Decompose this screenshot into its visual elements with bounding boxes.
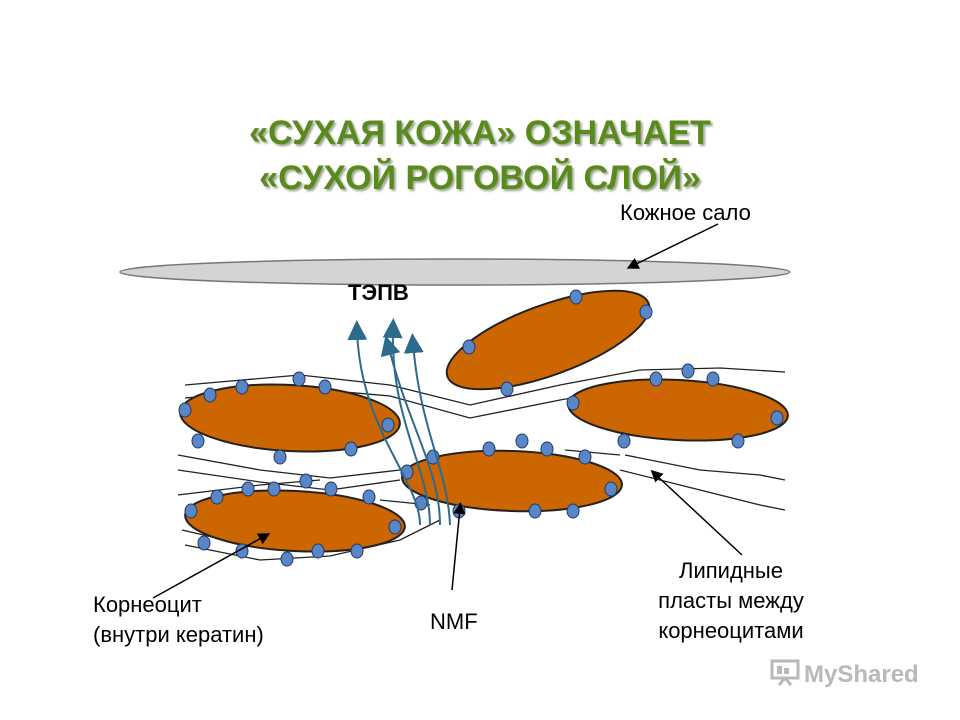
nmf-label: NMF (430, 609, 478, 634)
lipid-label-line-2: пласты между (658, 588, 804, 613)
lipid-label-line-1: Липидные (679, 558, 783, 583)
corneocyte-label: Корнеоцит (внутри кератин) (93, 590, 264, 650)
watermark[interactable]: MyShared (770, 658, 919, 693)
title-line-1: «СУХАЯ КОЖА» ОЗНАЧАЕТ (249, 114, 711, 152)
watermark-text: MyShared (804, 660, 919, 688)
sebum-layer (119, 258, 791, 286)
tewl-label: ТЭПВ (348, 280, 409, 305)
sebum-label: Кожное сало (620, 200, 751, 225)
tewl-arrows (347, 318, 451, 526)
lipid-label-line-3: корнеоцитами (658, 618, 804, 643)
corneocyte-middle (401, 449, 623, 513)
title-line-2: «СУХОЙ РОГОВОЙ СЛОЙ» (259, 159, 701, 197)
lipid-layers-label: Липидные пласты между корнеоцитами (620, 556, 842, 646)
corneocyte-right (567, 378, 789, 442)
corneocyte-left-lower (184, 489, 406, 553)
callout-pointers (152, 223, 743, 599)
corneocyte-label-line-1: Корнеоцит (93, 592, 202, 617)
corneocytes (179, 289, 789, 553)
corneocyte-top (445, 289, 651, 391)
presentation-icon (770, 658, 800, 693)
corneocyte-label-line-2: (внутри кератин) (93, 622, 264, 647)
